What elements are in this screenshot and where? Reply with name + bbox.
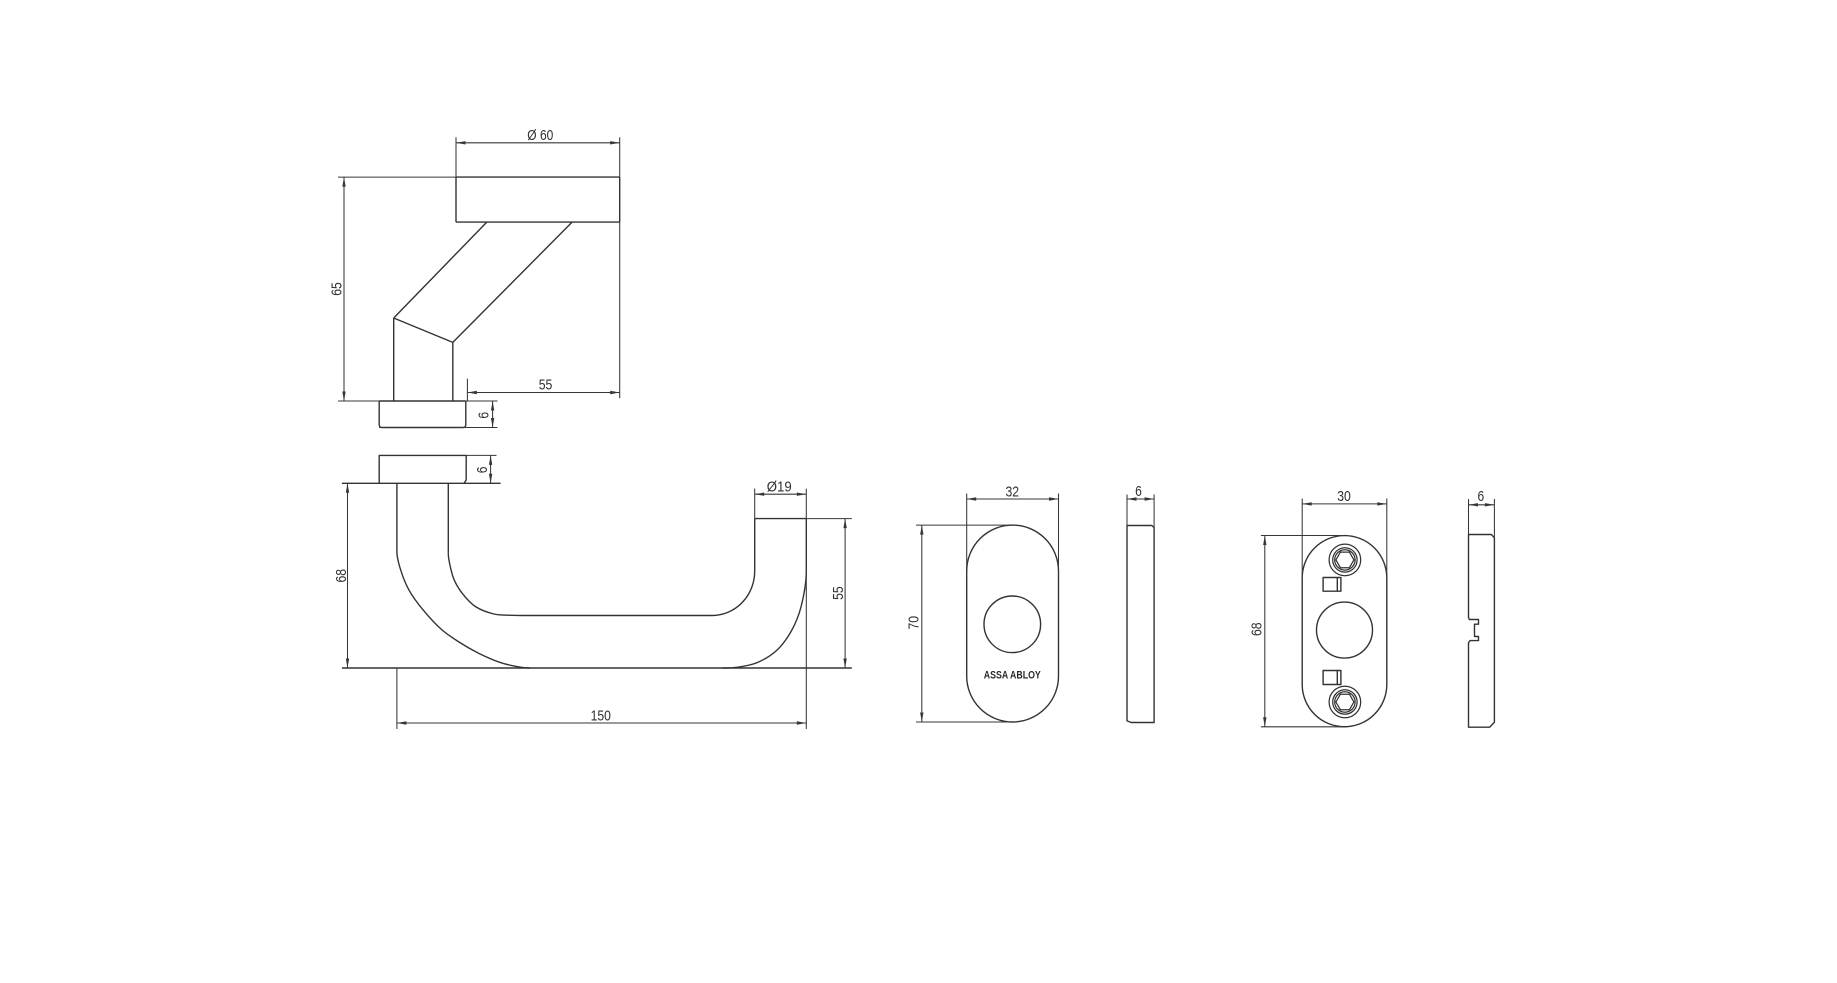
svg-text:6: 6	[475, 412, 492, 419]
svg-text:150: 150	[591, 708, 611, 725]
svg-text:Ø 60: Ø 60	[527, 127, 553, 144]
svg-text:70: 70	[906, 616, 923, 630]
svg-text:68: 68	[1249, 622, 1266, 636]
svg-text:6: 6	[1135, 483, 1142, 500]
svg-text:Ø19: Ø19	[767, 479, 792, 496]
svg-text:30: 30	[1337, 488, 1351, 505]
svg-text:65: 65	[328, 282, 345, 296]
svg-text:68: 68	[333, 569, 350, 583]
svg-text:32: 32	[1006, 484, 1020, 501]
svg-text:55: 55	[830, 586, 847, 600]
svg-text:55: 55	[539, 376, 553, 393]
svg-text:6: 6	[1477, 488, 1484, 505]
svg-text:6: 6	[474, 467, 491, 474]
svg-text:ASSA ABLOY: ASSA ABLOY	[984, 670, 1042, 682]
